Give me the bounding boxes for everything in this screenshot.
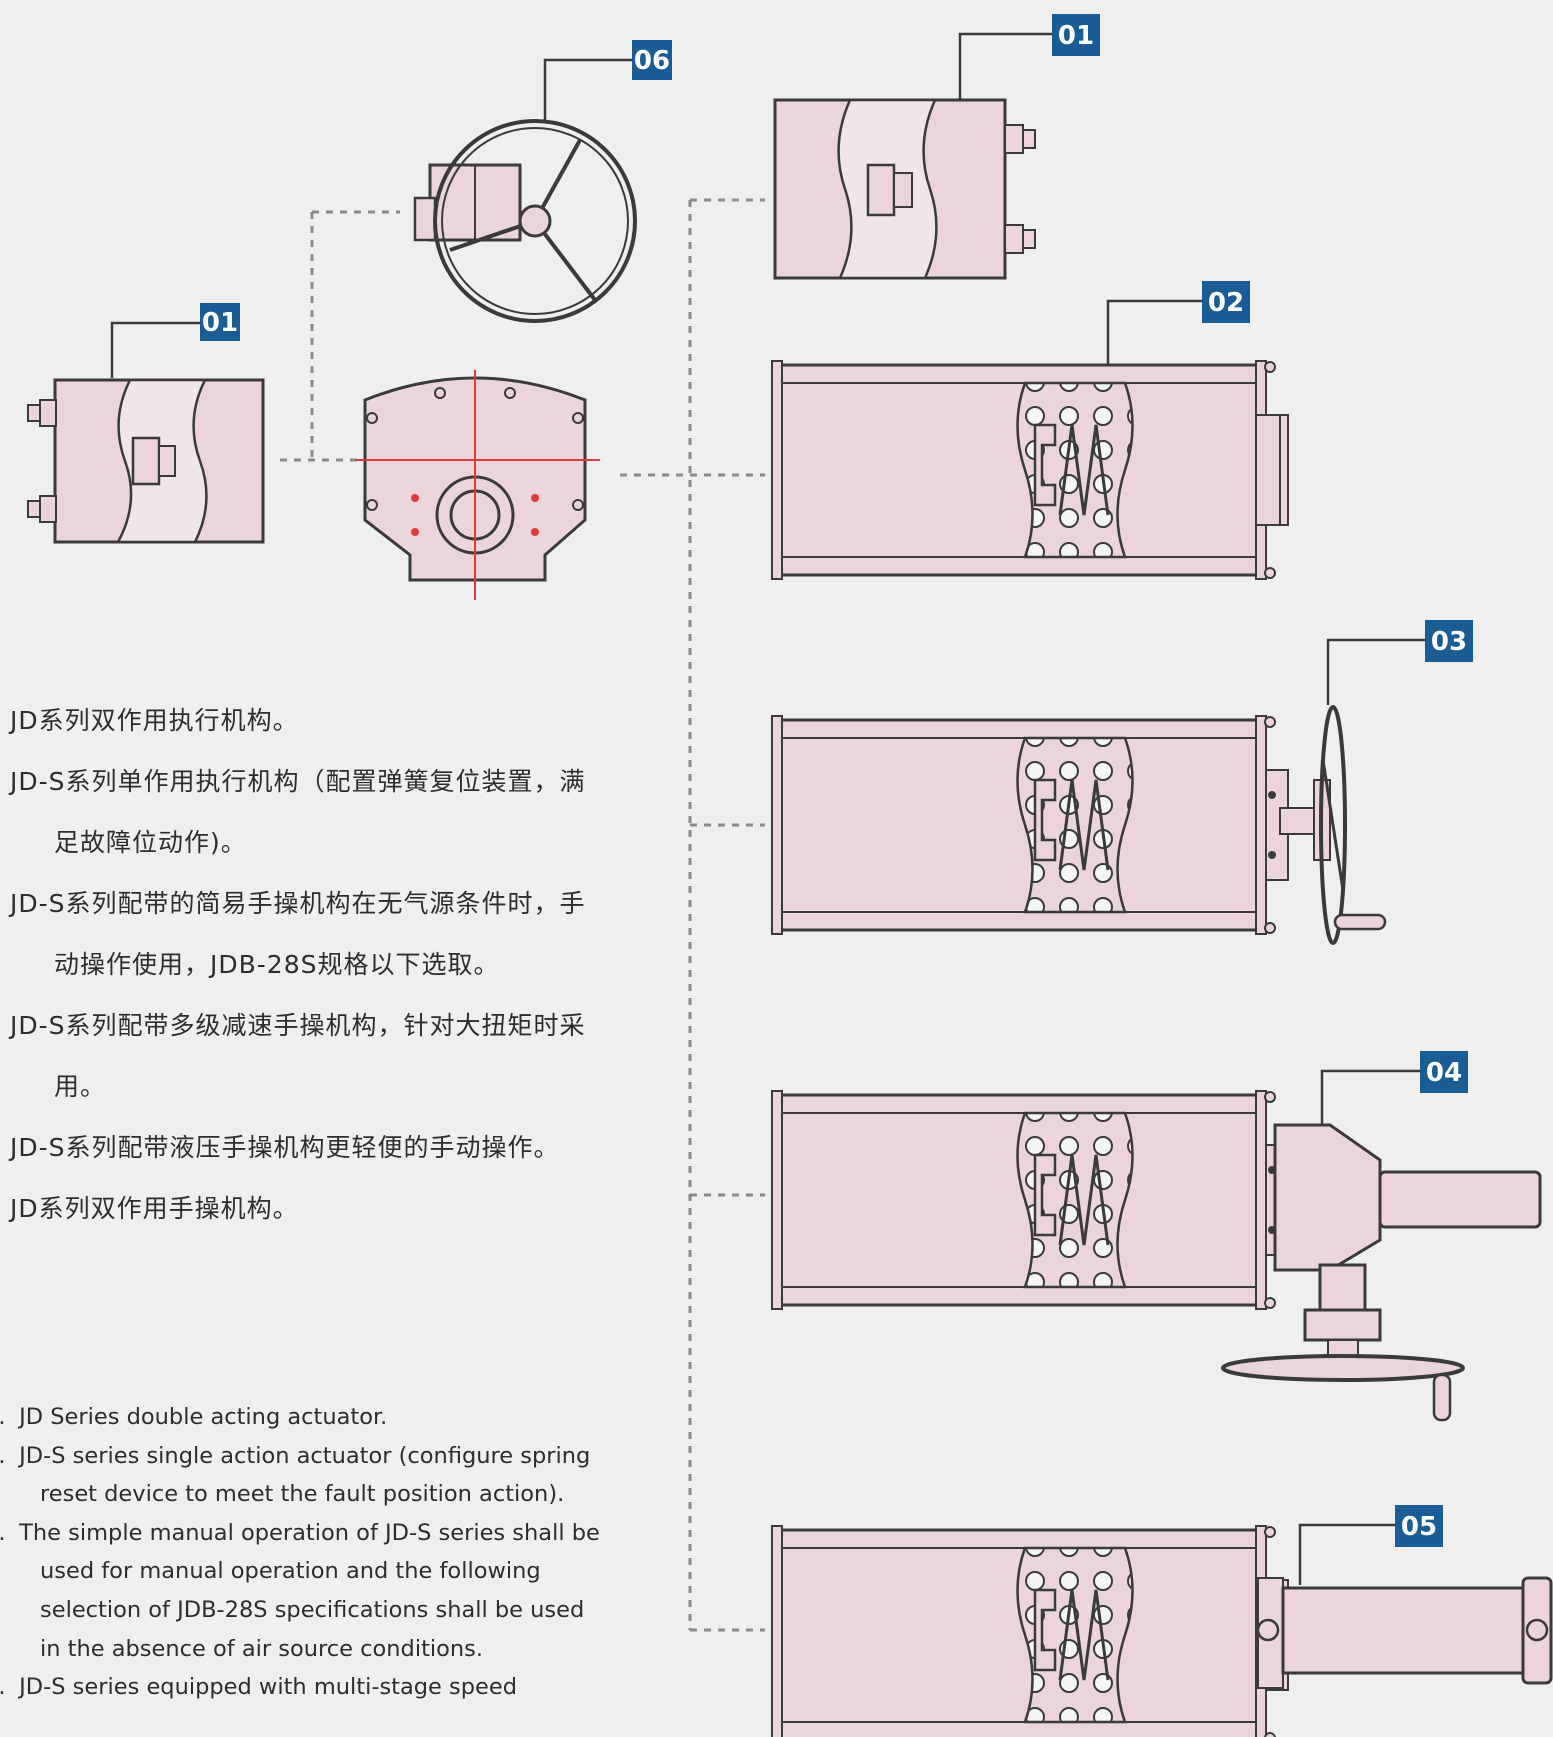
callout-06: 06 [632,40,672,80]
callout-04: 04 [1420,1051,1468,1093]
note-text: JD系列双作用手操机构。 [10,1194,299,1223]
svg-text:01: 01 [1058,21,1094,51]
note-text: JD-S系列单作用执行机构（配置弹簧复位装置，满足故障位动作)。 [10,767,586,857]
callout-02: 02 [1202,281,1250,323]
note-en-4: 4. JD-S series equipped with multi-stage… [0,1668,602,1707]
leader-lines-dotted [280,198,765,1632]
note-cn-3: 3、JD-S系列配带的简易手操机构在无气源条件时，手动操作使用，JDB-28S规… [0,873,610,995]
callout-03: 03 [1425,620,1473,662]
actuator-05-hydraulic-manual [770,1524,1553,1737]
svg-text:01: 01 [202,308,238,338]
note-text: JD系列双作用执行机构。 [10,706,299,735]
callout-01-left: 01 [200,303,240,341]
note-cn-6: 6、JD系列双作用手操机构。 [0,1178,610,1239]
actuator-03-simple-manual [770,705,1387,945]
note-en-2: 2. JD-S series single action actuator (c… [0,1437,602,1514]
english-notes-list: 1. JD Series double acting actuator. 2. … [0,1398,602,1707]
svg-text:06: 06 [634,46,670,76]
callout-05: 05 [1395,1505,1443,1547]
note-en-3: 3. The simple manual operation of JD-S s… [0,1514,602,1668]
note-text: JD-S系列配带的简易手操机构在无气源条件时，手动操作使用，JDB-28S规格以… [10,889,586,979]
note-en-1: 1. JD Series double acting actuator. [0,1398,602,1437]
gearbox-top-view [355,370,600,600]
gearbox-06-handwheel [413,119,637,323]
leader-lines-callout [110,32,1425,1585]
note-text: JD-S系列配带多级减速手操机构，针对大扭矩时采用。 [10,1011,586,1101]
note-text: The simple manual operation of JD-S seri… [19,1519,600,1662]
note-text: JD-S series single action actuator (conf… [19,1442,591,1508]
actuator-01-left [27,378,265,544]
note-cn-5: 5、JD-S系列配带液压手操机构更轻便的手动操作。 [0,1117,610,1178]
callout-01-top: 01 [1052,14,1100,56]
note-text: JD Series double acting actuator. [19,1404,388,1430]
svg-text:03: 03 [1431,627,1467,657]
actuator-02-spring-return [770,359,1290,581]
note-cn-2: 2、JD-S系列单作用执行机构（配置弹簧复位装置，满足故障位动作)。 [0,751,610,873]
note-cn-1: 1、JD系列双作用执行机构。 [0,690,610,751]
actuator-04-multi-stage-gear [770,1089,1542,1422]
note-text: JD-S系列配带液压手操机构更轻便的手动操作。 [10,1133,560,1162]
actuator-01-top [773,98,1036,280]
svg-text:05: 05 [1401,1512,1437,1542]
chinese-notes-list: 1、JD系列双作用执行机构。 2、JD-S系列单作用执行机构（配置弹簧复位装置，… [0,690,610,1239]
note-text: JD-S series equipped with multi-stage sp… [19,1674,518,1701]
svg-text:02: 02 [1208,288,1244,318]
note-cn-4: 4、JD-S系列配带多级减速手操机构，针对大扭矩时采用。 [0,995,610,1117]
svg-text:04: 04 [1426,1058,1462,1088]
